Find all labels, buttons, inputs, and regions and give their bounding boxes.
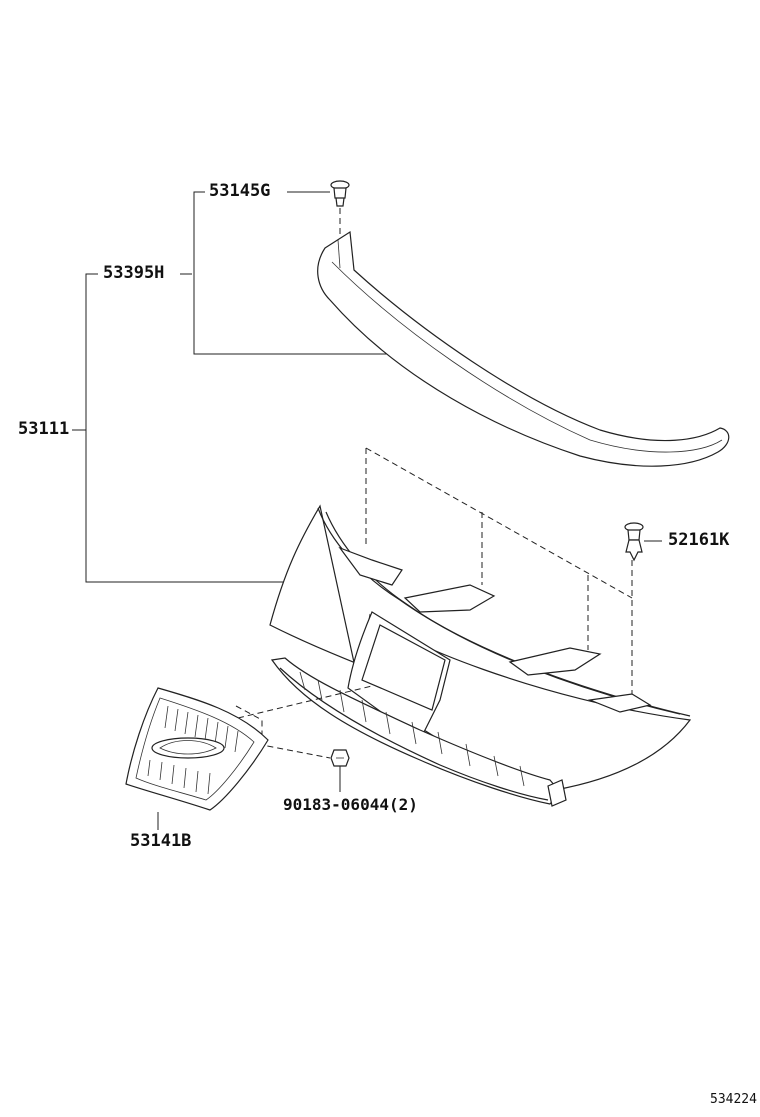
label-52161k: 52161K (668, 530, 730, 550)
label-53141b: 53141B (130, 831, 192, 851)
nut-90183-06044-icon (330, 749, 350, 767)
upper-molding-53395h (317, 230, 730, 467)
guide-lines (365, 447, 633, 700)
emblem-53141b (125, 687, 269, 811)
emblem-guide-lines (235, 685, 373, 759)
clip-52161k-icon (624, 522, 644, 562)
figure-id: 534224 (710, 1092, 757, 1107)
label-53395h: 53395H (103, 263, 165, 283)
label-53145g: 53145G (209, 181, 271, 201)
clip-53145g-icon (330, 180, 350, 240)
leader-lines (72, 191, 662, 830)
label-53111: 53111 (18, 419, 70, 439)
radiator-grille-53111 (269, 504, 692, 807)
label-90183-06044: 90183-06044(2) (283, 795, 418, 814)
